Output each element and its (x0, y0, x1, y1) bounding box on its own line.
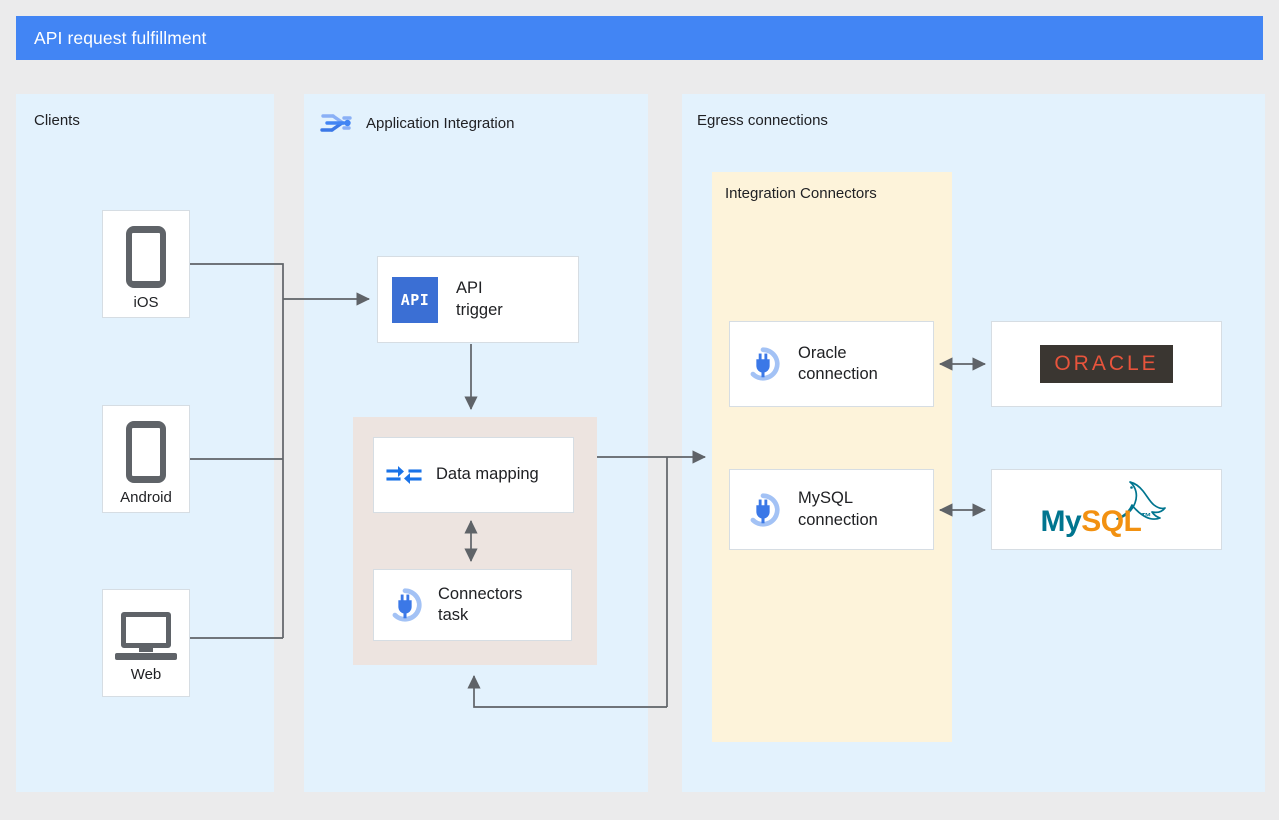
node-data-mapping-label: Data mapping (436, 465, 539, 484)
mysql-trademark: ™ (1141, 511, 1151, 523)
phone-icon (126, 420, 166, 483)
application-integration-icon (318, 106, 354, 140)
mysql-word-my: My (1040, 504, 1082, 538)
laptop-icon (115, 611, 177, 660)
backend-mysql: MySQL™ (991, 469, 1222, 550)
node-mysql-connection-label: MySQL connection (798, 489, 878, 529)
panel-integration-connectors-label: Integration Connectors (725, 185, 877, 202)
client-node-android[interactable]: Android (102, 405, 190, 513)
panel-egress-label: Egress connections (697, 112, 828, 129)
node-connectors-task-label: Connectors task (438, 584, 523, 624)
api-badge-icon: API (392, 276, 438, 323)
node-oracle-connection-label: Oracle connection (798, 343, 878, 383)
data-mapping-icon (386, 462, 422, 488)
dolphin-icon (1105, 477, 1167, 523)
node-data-mapping[interactable]: Data mapping (373, 437, 574, 513)
connector-plug-icon (744, 345, 782, 383)
panel-clients-label: Clients (34, 112, 80, 129)
node-api-trigger-label: API trigger (456, 279, 503, 319)
panel-integration-connectors: Integration Connectors (712, 172, 952, 742)
oracle-logo: ORACLE (1040, 345, 1173, 383)
connector-plug-icon (744, 491, 782, 529)
client-node-web[interactable]: Web (102, 589, 190, 697)
client-label-android: Android (120, 488, 172, 506)
mysql-logo: MySQL™ (1041, 479, 1173, 541)
client-label-ios: iOS (133, 293, 159, 311)
page-title: API request fulfillment (34, 27, 207, 48)
node-connectors-task[interactable]: Connectors task (373, 569, 572, 641)
backend-oracle: ORACLE (991, 321, 1222, 407)
node-oracle-connection[interactable]: Oracle connection (729, 321, 934, 407)
node-mysql-connection[interactable]: MySQL connection (729, 469, 934, 550)
phone-icon (126, 225, 166, 288)
client-node-ios[interactable]: iOS (102, 210, 190, 318)
mysql-word-sql: SQL (1081, 504, 1142, 538)
node-api-trigger[interactable]: API API trigger (377, 256, 579, 343)
panel-application-integration-label: Application Integration (366, 114, 515, 132)
client-label-web: Web (130, 665, 162, 683)
title-bar: API request fulfillment (16, 16, 1263, 60)
connector-plug-icon (386, 586, 424, 624)
